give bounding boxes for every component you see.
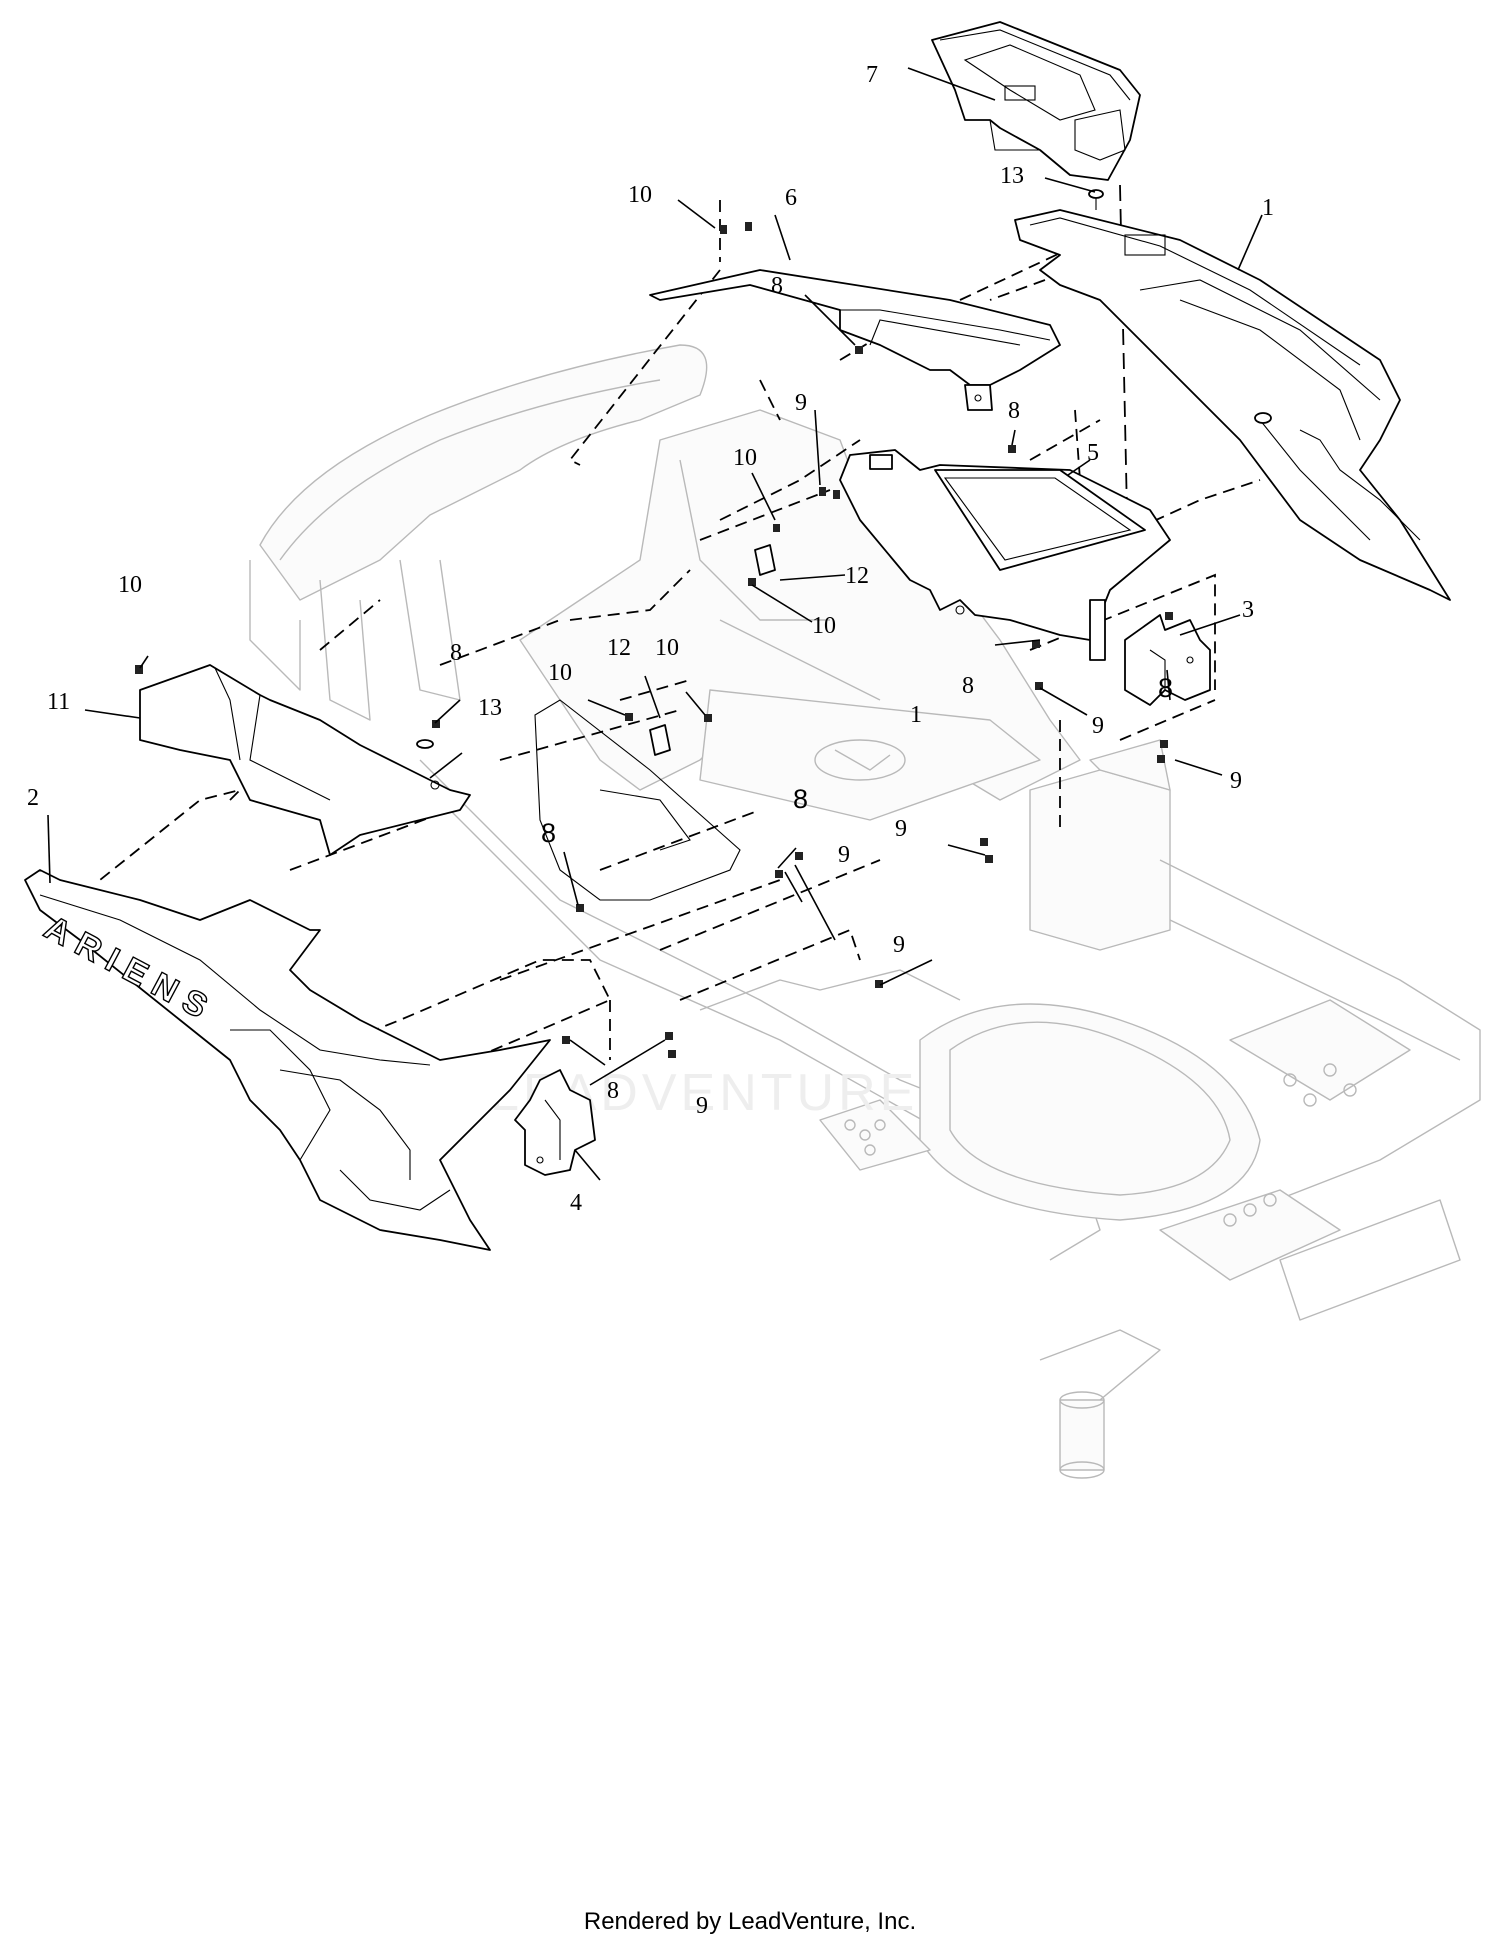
callout-10-right: 10 — [812, 613, 836, 639]
part-1-console — [1014, 209, 1451, 601]
callout-9-right: 9 — [1092, 713, 1104, 739]
footer-credit: Rendered by LeadVenture, Inc. — [583, 1908, 917, 1935]
callout-12-center: 12 — [607, 635, 631, 661]
callout-9-center: 9 — [838, 842, 850, 868]
part-3-bracket — [1124, 614, 1211, 706]
callout-9-lower: 9 — [893, 932, 905, 958]
callout-1-console: 1 — [1262, 195, 1274, 221]
callout-9-bottom: 9 — [696, 1093, 708, 1119]
callout-10-center-b: 10 — [655, 635, 679, 661]
mower-frame — [249, 344, 1481, 1479]
callout-10-mid: 10 — [733, 445, 757, 471]
callout-8-bracket: 8 — [1008, 398, 1020, 424]
callout-8-lower-left: 8 — [541, 818, 556, 848]
fasteners — [135, 222, 1173, 1058]
callout-8-bracket4: 8 — [607, 1078, 619, 1104]
callout-8-center: 8 — [962, 673, 974, 699]
part-7-storage-tray — [931, 21, 1141, 181]
part-2-front-panel: ARIENS — [24, 869, 551, 1251]
callout-3: 3 — [1242, 597, 1254, 623]
callout-8-bracket3: 8 — [1158, 673, 1173, 703]
callout-10-center-a: 10 — [548, 660, 572, 686]
center-bracket-plate — [534, 699, 741, 901]
callout-8-left: 8 — [450, 640, 462, 666]
callout-10-left: 10 — [118, 572, 142, 598]
part-13-pin — [416, 739, 440, 790]
part-12-brackets — [649, 544, 776, 756]
callout-6: 6 — [785, 185, 797, 211]
callout-5: 5 — [1087, 440, 1099, 466]
callout-9-mid: 9 — [895, 816, 907, 842]
callout-9-top: 9 — [795, 390, 807, 416]
callout-10-top: 10 — [628, 182, 652, 208]
callouts: 7 13 1 10 6 8 9 8 5 10 12 10 3 8 8 9 9 1… — [27, 62, 1274, 1216]
callout-1-frame: 1 — [910, 702, 922, 728]
part-13-pin-top — [1088, 189, 1104, 210]
callout-9-far-right: 9 — [1230, 768, 1242, 794]
callout-13-left: 13 — [478, 695, 502, 721]
callout-7: 7 — [866, 62, 878, 88]
part-6-upper-panel — [649, 269, 1061, 411]
callout-8-lower-center: 8 — [793, 784, 808, 814]
part-11-rear-panel — [139, 664, 471, 856]
callout-8-panel: 8 — [771, 273, 783, 299]
foot-plate-holes — [844, 1063, 1357, 1227]
callout-12-right: 12 — [845, 563, 869, 589]
part-4-bracket — [514, 1069, 596, 1176]
callout-4: 4 — [570, 1190, 582, 1216]
leader-lines — [47, 67, 1263, 1181]
part-5-bracket — [839, 449, 1171, 661]
callout-2: 2 — [27, 785, 39, 811]
callout-13-top: 13 — [1000, 163, 1024, 189]
callout-11: 11 — [47, 689, 70, 715]
